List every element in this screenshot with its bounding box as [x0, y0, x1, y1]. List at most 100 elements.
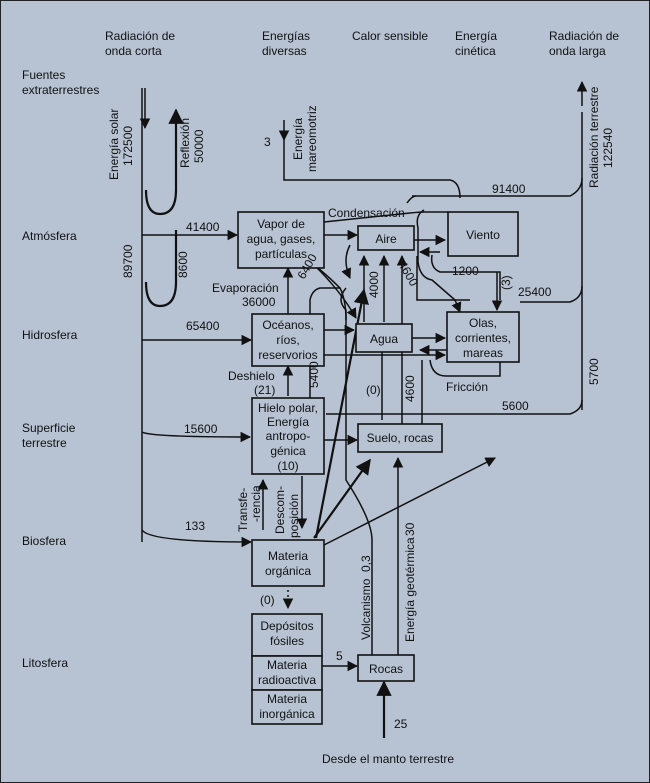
box-viento [447, 211, 519, 257]
row-superficie-1: Superficie [22, 421, 76, 435]
value-0-3: 0,3 [359, 555, 373, 572]
transferencia-1: Transfe- [236, 488, 250, 532]
radiacion-terrestre-label: Radiación terrestre [587, 86, 601, 188]
energia-geotermica-label: Energía geotérmica [403, 537, 417, 642]
condensacion-to-viento [409, 211, 448, 214]
header-energias-1: Energías [262, 29, 310, 43]
descomposicion-1: Descom- [273, 486, 287, 534]
evaporacion-label: Evaporación [212, 281, 279, 295]
row-atmosfera: Atmósfera [22, 229, 77, 243]
value-3-paren: (3) [499, 275, 513, 290]
box-olas [446, 311, 520, 363]
value-65400: 65400 [186, 319, 220, 333]
oceanos-line-1: Océanos, [262, 318, 313, 332]
flow-5600 [326, 399, 583, 415]
vapor-line-1: Vapor de [257, 217, 305, 231]
reflexion-loop [144, 108, 184, 216]
depositos-1: Depósitos [260, 619, 313, 633]
deshielo-label: Deshielo [228, 369, 275, 383]
viento-label: Viento [466, 228, 500, 242]
friccion-loop [429, 359, 501, 377]
aire-label: Aire [375, 232, 397, 246]
row-litosfera: Litosfera [22, 656, 68, 670]
value-25400: 25400 [518, 285, 552, 299]
materia-organica-2: orgánica [265, 564, 311, 578]
volcanismo-to-aire [341, 244, 351, 279]
oceanos-line-3: reservorios [258, 348, 317, 362]
value-25: 25 [394, 717, 408, 731]
value-91400: 91400 [492, 182, 526, 196]
value-5400: 5400 [307, 361, 321, 388]
depositos-2: fósiles [270, 634, 304, 648]
flow-5400 [309, 287, 347, 398]
header-onda-corta-1: Radiación de [105, 29, 175, 43]
value-3: 3 [264, 135, 271, 149]
rocas-label: Rocas [369, 662, 403, 676]
descomposicion-2: posición [287, 494, 301, 538]
materia-to-suelo [313, 458, 371, 539]
materia-organica-1: Materia [268, 549, 308, 563]
value-172500: 172500 [121, 126, 135, 166]
value-36000: 36000 [242, 295, 276, 309]
condensacion-label: Condensación [328, 206, 405, 220]
flow-6400-b [317, 267, 341, 289]
value-21: (21) [254, 383, 275, 397]
row-biosfera: Biosfera [22, 534, 66, 548]
flow-133 [141, 529, 253, 548]
value-133: 133 [185, 519, 205, 533]
hielo-line-3: antropo- [266, 429, 311, 443]
olas-line-2: corrientes, [455, 331, 511, 345]
header-onda-larga-1: Radiación de [549, 29, 619, 43]
value-5: 5 [336, 649, 343, 663]
box-hielo [251, 397, 325, 475]
row-fuentes-2: extraterrestres [22, 83, 99, 97]
flow-91400 [412, 177, 583, 197]
value-30: 30 [403, 522, 417, 536]
energia-solar-label: Energía solar [107, 109, 121, 180]
volcanismo-label: Volcanismo [359, 578, 373, 640]
condensacion-line [323, 212, 411, 223]
flow-25400 [520, 285, 583, 303]
value-15600: 15600 [184, 422, 218, 436]
header-energias-2: diversas [262, 44, 307, 58]
row-superficie-2: terrestre [22, 436, 67, 450]
box-oceanos [251, 313, 325, 367]
friccion-label: Fricción [446, 380, 488, 394]
value-122540: 122540 [601, 128, 615, 168]
agua-label: Agua [370, 332, 398, 346]
hielo-line-4: génica [270, 444, 306, 458]
header-calor-sensible: Calor sensible [352, 29, 428, 43]
row-hidrosfera: Hidrosfera [22, 328, 78, 342]
manto-label: Desde el manto terrestre [322, 752, 454, 766]
value-5600: 5600 [502, 399, 529, 413]
box-vapor [237, 211, 325, 269]
volcanismo-line [340, 287, 373, 660]
flow-biosphere-radiation [323, 457, 496, 546]
transferencia-2: -rencia [249, 485, 263, 522]
box-rocas [357, 654, 415, 682]
header-onda-corta-2: onda corta [105, 44, 162, 58]
value-89700: 89700 [121, 244, 135, 278]
value-41400: 41400 [186, 220, 220, 234]
aire-to-olas [416, 209, 462, 313]
flow-6400 [313, 264, 357, 319]
box-aire [357, 225, 415, 251]
flow-15600 [141, 431, 252, 443]
olas-line-1: Olas, [469, 316, 497, 330]
header-cinetica-1: Energía [455, 29, 497, 43]
mareomotriz-to-olas [283, 140, 461, 199]
value-0-depositos: (0) [260, 593, 275, 607]
box-suelo [357, 423, 443, 453]
box-materia-organica [251, 539, 325, 587]
box-agua [355, 323, 413, 353]
header-onda-larga-2: onda larga [549, 44, 606, 58]
box-inorganica [251, 689, 323, 725]
hielo-line-1: Hielo polar, [258, 401, 318, 415]
hielo-line-2: Energía [267, 415, 309, 429]
olas-line-3: mareas [463, 346, 503, 360]
energia-mareomotriz-1: Energía [291, 118, 305, 160]
radioactiva-2: radioactiva [258, 673, 316, 687]
value-5700: 5700 [587, 358, 601, 385]
value-4600-suelo: 4600 [403, 375, 417, 402]
